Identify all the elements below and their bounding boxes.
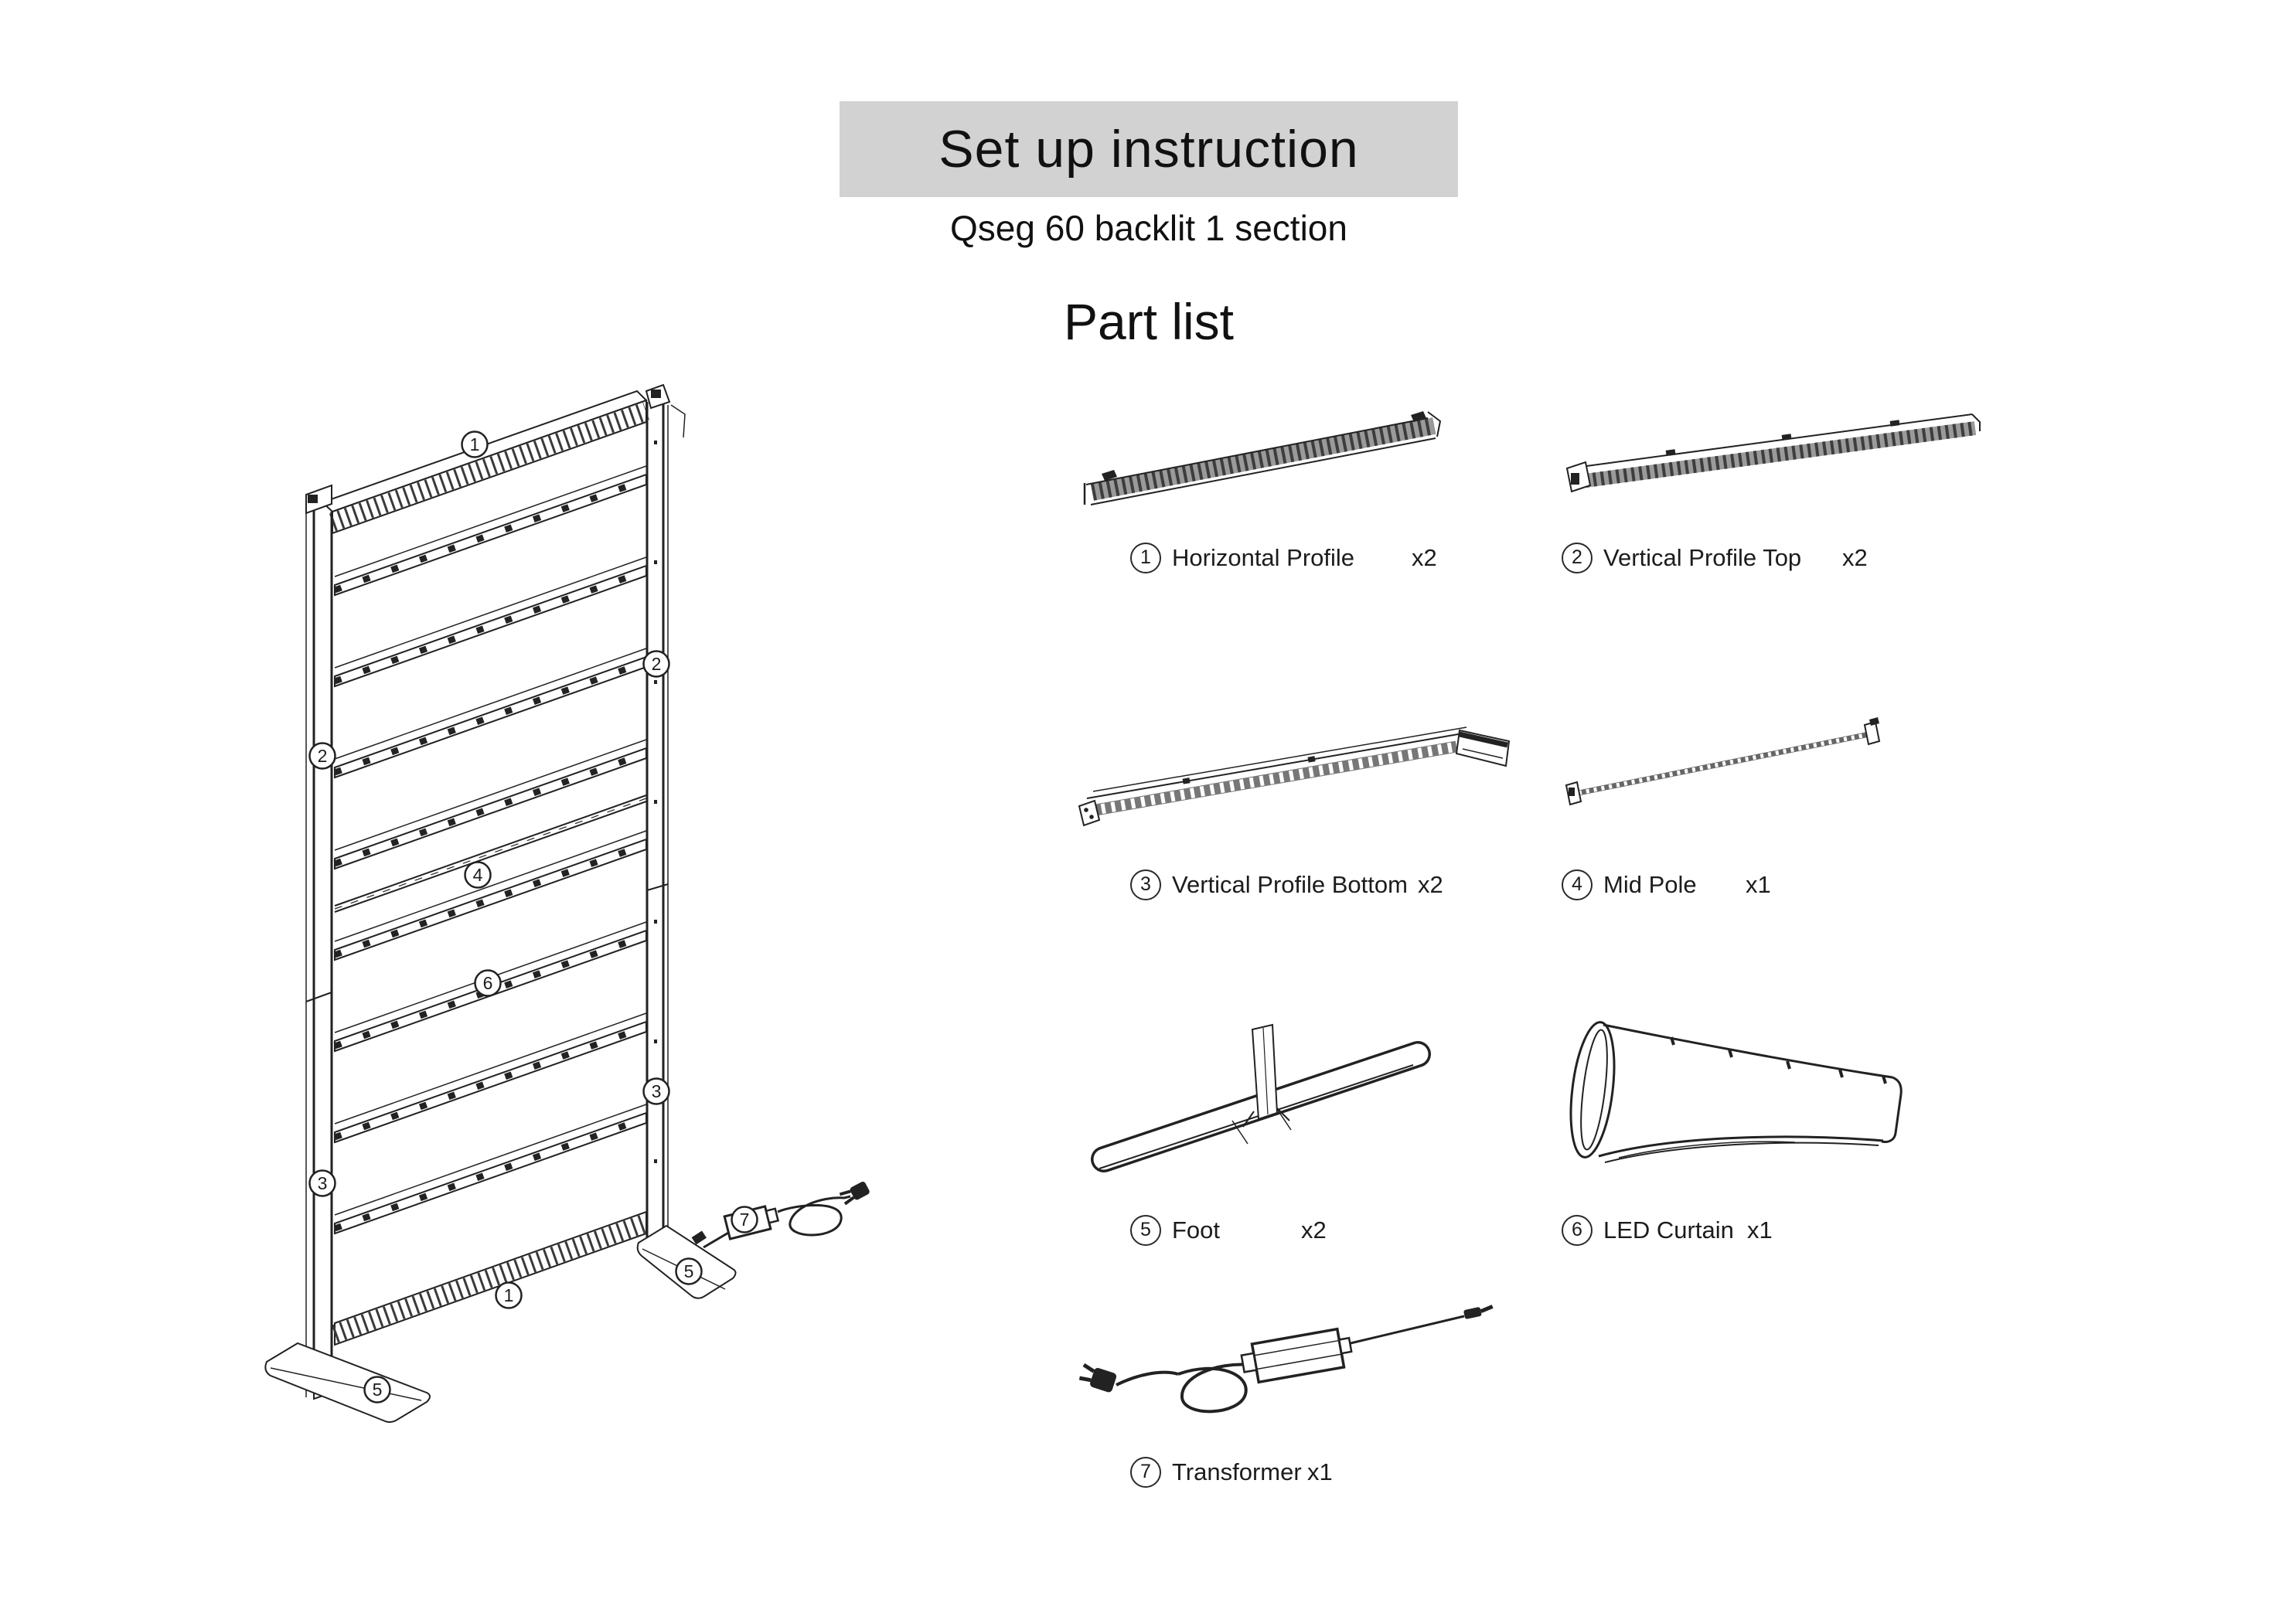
- vertical-profile-top-illustration: [1565, 413, 1981, 493]
- frame-left-rail: [305, 484, 333, 1400]
- horizontal-profile-illustration: [1083, 411, 1442, 505]
- part-list-heading: Part list: [1063, 293, 1235, 350]
- part-qty: x2: [1301, 1216, 1327, 1244]
- frame-top-bar: [321, 390, 650, 535]
- part-qty: x2: [1412, 544, 1437, 571]
- callout-4-midpole: 4: [464, 861, 492, 889]
- part-name: LED Curtain: [1603, 1216, 1734, 1244]
- svg-text:2: 2: [318, 746, 328, 766]
- part-number-badge: 2: [1562, 543, 1593, 573]
- svg-text:2: 2: [652, 654, 662, 674]
- frame-transformer-cable: [691, 1182, 870, 1249]
- svg-text:3: 3: [318, 1173, 328, 1193]
- product-subtitle: Qseg 60 backlit 1 section: [950, 208, 1347, 248]
- part-qty: x2: [1418, 871, 1443, 898]
- part-label-led-curtain: 6 LED Curtain x1: [1562, 1214, 1773, 1247]
- callout-2-right: 2: [642, 650, 670, 678]
- led-curtain-illustration: [1569, 1021, 1903, 1163]
- part-name: Transformer: [1172, 1458, 1302, 1485]
- part-number-badge: 1: [1130, 543, 1161, 573]
- part-name: Vertical Profile Top: [1603, 544, 1802, 571]
- callout-3-right: 3: [642, 1077, 670, 1105]
- part-label-mid-pole: 4 Mid Pole x1: [1562, 869, 1771, 901]
- part-qty: x1: [1747, 1216, 1773, 1244]
- callout-5-left-foot: 5: [363, 1376, 391, 1404]
- part-qty: x1: [1746, 871, 1771, 898]
- callout-7-transformer: 7: [731, 1206, 758, 1233]
- callout-3-left: 3: [308, 1169, 336, 1197]
- part-name: Mid Pole: [1603, 871, 1697, 898]
- part-name: Foot: [1172, 1216, 1221, 1244]
- callout-1-top: 1: [461, 430, 489, 458]
- part-qty: x2: [1842, 544, 1868, 571]
- part-label-foot: 5 Foot x2: [1130, 1214, 1327, 1247]
- foot-illustration: [1091, 1023, 1431, 1172]
- svg-text:7: 7: [740, 1210, 750, 1230]
- svg-text:3: 3: [652, 1081, 662, 1101]
- frame-mid-pole: [334, 794, 647, 913]
- svg-text:4: 4: [473, 865, 483, 885]
- svg-text:6: 6: [483, 973, 493, 993]
- frame-left-foot: [264, 1342, 431, 1423]
- part-name: Vertical Profile Bottom: [1172, 871, 1408, 898]
- vertical-profile-bottom-illustration: [1078, 726, 1511, 827]
- frame-right-rail: [645, 383, 686, 1252]
- page-title: Set up instruction: [938, 120, 1359, 179]
- part-label-transformer: 7 Transformer x1: [1130, 1456, 1333, 1489]
- part-qty: x1: [1307, 1458, 1333, 1485]
- callout-1-bottom: 1: [495, 1281, 523, 1309]
- transformer-illustration: [1078, 1305, 1494, 1414]
- svg-text:5: 5: [684, 1261, 694, 1281]
- assembled-frame-illustration: 1 2 2 4 6 3 3 7 5 1 5: [264, 383, 870, 1423]
- part-number-badge: 4: [1562, 869, 1593, 900]
- svg-text:1: 1: [504, 1285, 514, 1305]
- callout-5-right-foot: 5: [675, 1257, 703, 1285]
- svg-text:1: 1: [470, 434, 480, 454]
- part-name: Horizontal Profile: [1172, 544, 1355, 571]
- part-label-horizontal-profile: 1 Horizontal Profile x2: [1130, 542, 1437, 574]
- svg-text:5: 5: [373, 1380, 383, 1400]
- part-label-vertical-profile-top: 2 Vertical Profile Top x2: [1562, 542, 1868, 574]
- part-number-badge: 5: [1130, 1215, 1161, 1246]
- part-number-badge: 6: [1562, 1215, 1593, 1246]
- title-banner: Set up instruction: [840, 101, 1458, 197]
- part-number-badge: 7: [1130, 1457, 1161, 1488]
- part-label-vertical-profile-bottom: 3 Vertical Profile Bottom x2: [1130, 869, 1443, 901]
- mid-pole-illustration: [1565, 717, 1881, 806]
- frame-bottom-bar: [331, 1210, 650, 1346]
- part-number-badge: 3: [1130, 869, 1161, 900]
- callout-6-curtain: 6: [474, 969, 502, 997]
- callout-2-left: 2: [308, 742, 336, 770]
